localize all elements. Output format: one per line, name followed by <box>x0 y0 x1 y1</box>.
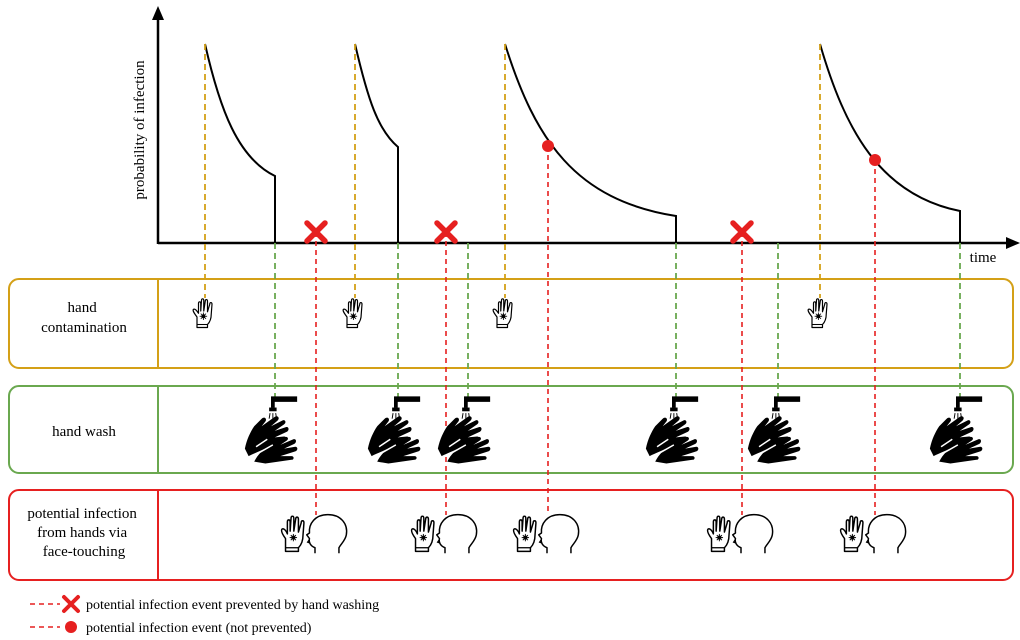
hand-face-touch-icon <box>410 513 478 555</box>
contamination-row-label: hand contamination <box>41 300 127 336</box>
chart-axes <box>152 6 1020 249</box>
y-axis-label: probability of infection <box>132 60 148 200</box>
hand-face-touch-icon <box>706 513 774 555</box>
legend-text-not-prevented: potential infection event (not prevented… <box>86 621 312 636</box>
x-axis-label: time <box>970 250 997 266</box>
event-markers <box>304 140 881 244</box>
row-infection: potential infection from hands via face-… <box>8 489 1014 581</box>
legend-dot-marker <box>65 621 77 633</box>
hand-face-touch-icon <box>512 513 580 555</box>
hand-face-touch-icon <box>839 513 907 555</box>
probability-curve-2 <box>354 43 399 243</box>
legend-text-prevented: potential infection event prevented by h… <box>86 598 379 613</box>
y-axis-arrow <box>152 6 164 20</box>
red-x-icon <box>304 220 328 244</box>
wash-row-box <box>8 385 1014 474</box>
probability-curves <box>204 43 961 243</box>
red-x-icon <box>730 220 754 244</box>
legend: potential infection event prevented by h… <box>30 595 379 636</box>
x-axis-arrow <box>1006 237 1020 249</box>
row-wash: hand wash <box>8 385 1014 474</box>
red-dot-icon <box>869 154 881 166</box>
row-contamination: hand contamination <box>8 278 1014 369</box>
probability-curve-3 <box>504 43 677 243</box>
hand-face-touch-icon <box>280 513 348 555</box>
red-x-icon <box>434 220 458 244</box>
probability-curve-1 <box>204 43 276 243</box>
wash-row-label: hand wash <box>52 424 116 440</box>
red-dot-icon <box>542 140 554 152</box>
event-connector-lines <box>204 44 961 515</box>
infection-row-box <box>8 489 1014 581</box>
contamination-row-box <box>8 278 1014 369</box>
probability-curve-4 <box>819 43 961 243</box>
infection-row-label: potential infection from hands via face-… <box>27 506 140 560</box>
legend-x-marker <box>62 595 80 613</box>
